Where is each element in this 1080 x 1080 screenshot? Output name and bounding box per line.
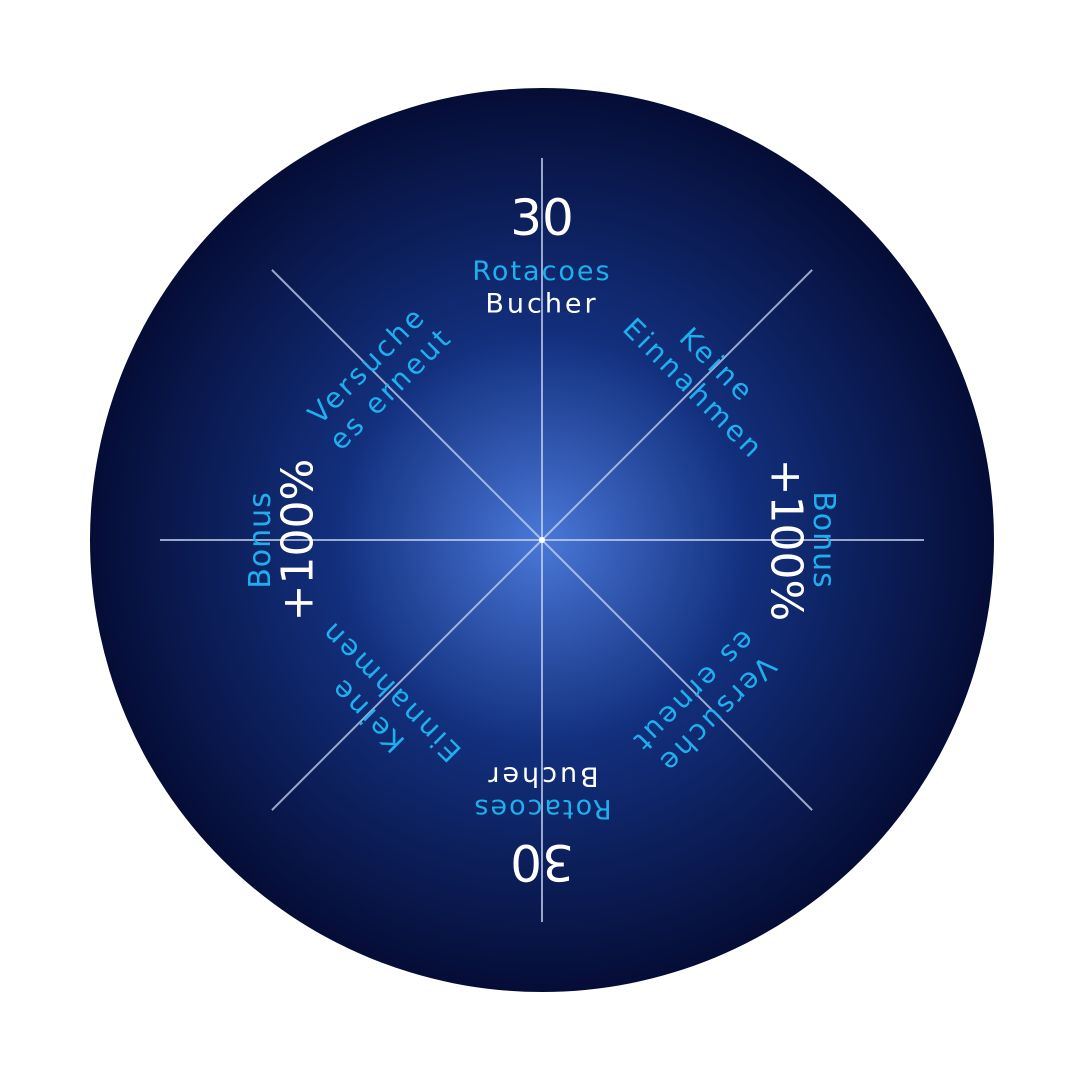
wheel-segment-left: Bonus+100% bbox=[243, 459, 324, 622]
wheel-segments: 30RotacoesBucherKeineEinnahmenBonus+100%… bbox=[243, 189, 841, 891]
segment-line-3: Bucher bbox=[485, 761, 598, 792]
segment-line-1: 30 bbox=[510, 189, 574, 247]
segment-line-2: Rotacoes bbox=[472, 256, 611, 287]
segment-line-1: Bonus bbox=[243, 491, 278, 589]
segment-divider bbox=[541, 269, 813, 541]
segment-line-1: 30 bbox=[510, 833, 574, 891]
wheel-hub bbox=[539, 537, 545, 543]
segment-divider bbox=[271, 539, 543, 811]
segment-line-2: +100% bbox=[273, 459, 324, 622]
segment-divider bbox=[541, 539, 813, 811]
segment-dividers bbox=[160, 158, 924, 922]
segment-divider bbox=[271, 269, 543, 541]
segment-line-1: Bonus bbox=[806, 491, 841, 589]
segment-line-2: Rotacoes bbox=[472, 793, 611, 824]
segment-line-2: +100% bbox=[761, 459, 812, 622]
segment-line-3: Bucher bbox=[485, 288, 598, 319]
wheel-segment-right: Bonus+100% bbox=[761, 459, 842, 622]
